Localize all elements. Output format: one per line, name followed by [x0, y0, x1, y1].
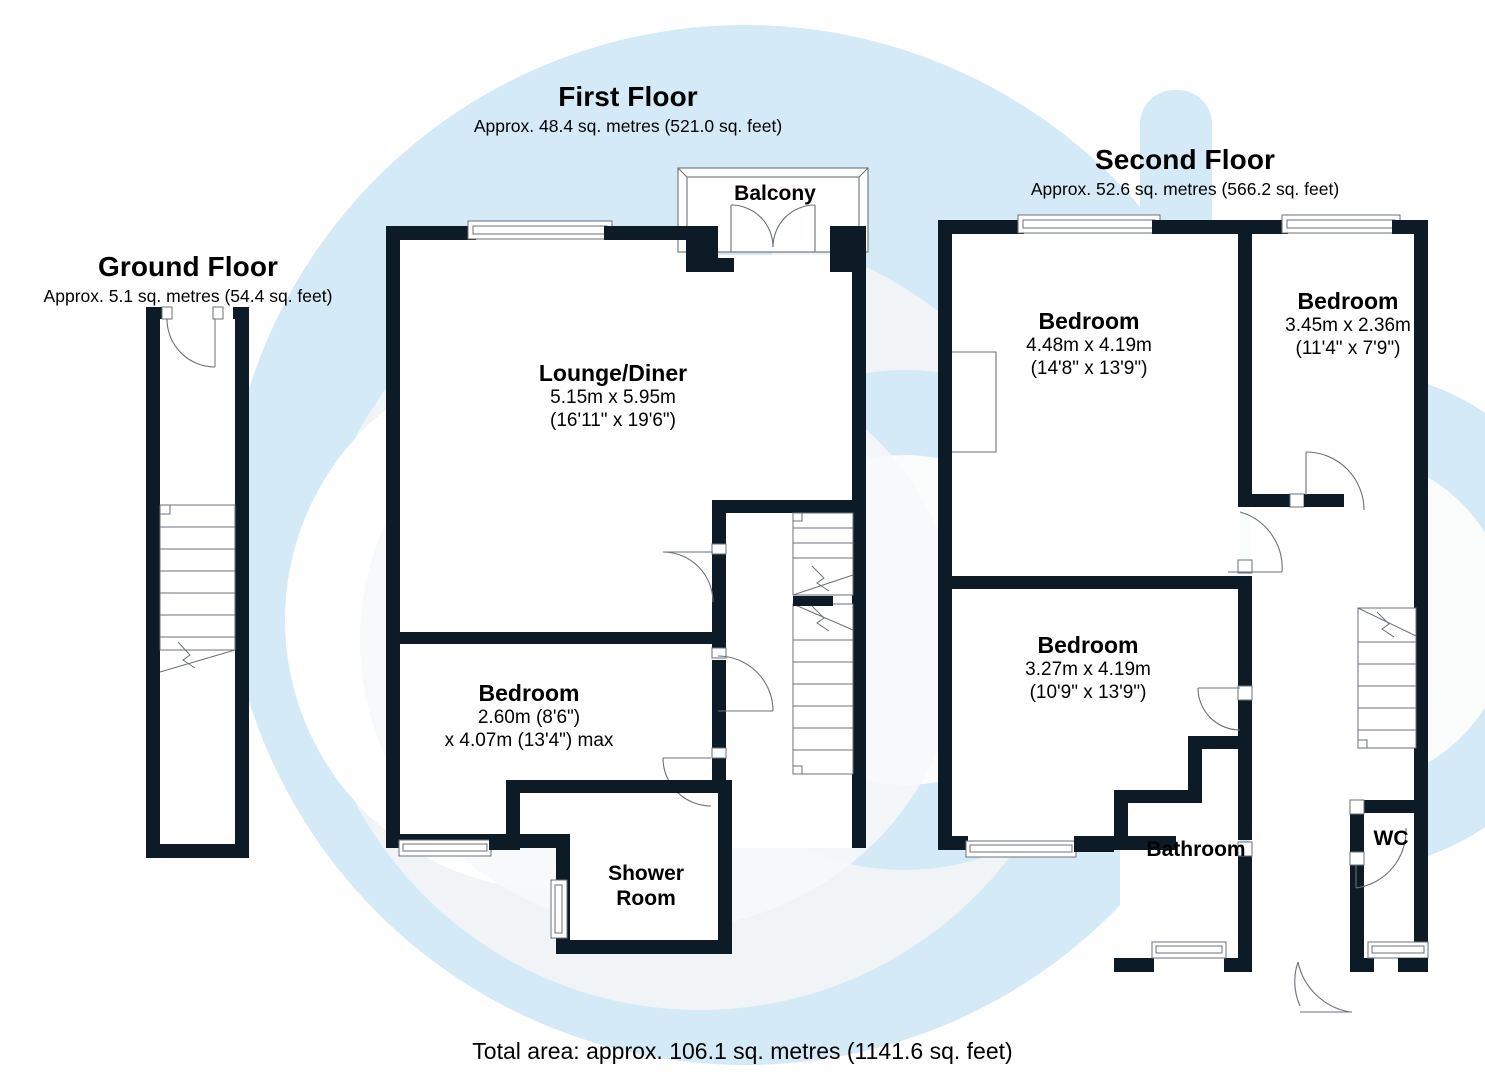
room-label-bathroom: Bathroom [1146, 838, 1245, 863]
room-label-balcony: Balcony [734, 182, 816, 207]
bedroom-second-middle-dims-imperial: (10'9" x 13'9") [1029, 681, 1147, 703]
shower-room-name-line1: Shower [608, 862, 684, 885]
room-label-bedroom-second-middle: Bedroom 3.27m x 4.19m (10'9" x 13'9") [1025, 632, 1151, 704]
room-label-lounge-diner: Lounge/Diner 5.15m x 5.95m (16'11" x 19'… [539, 360, 687, 432]
bedroom-second-main-dims-metric: 4.48m x 4.19m [1026, 335, 1152, 357]
first-floor-title: First Floor [558, 81, 698, 112]
wc-name: WC [1373, 827, 1409, 850]
total-area-text: Total area: approx. 106.1 sq. metres (11… [472, 1038, 1013, 1064]
bedroom-second-main-name: Bedroom [1038, 308, 1140, 334]
bedroom-second-rear-dims-imperial: (11'4" x 7'9") [1295, 337, 1401, 359]
room-label-shower-room: Shower Room [608, 862, 684, 912]
balcony-name: Balcony [734, 182, 816, 205]
bedroom-second-main-dims-imperial: (14'8" x 13'9") [1030, 357, 1148, 379]
lounge-diner-dims-imperial: (16'11" x 19'6") [549, 409, 677, 431]
bedroom-first-name: Bedroom [478, 680, 580, 706]
room-label-bedroom-second-main: Bedroom 4.48m x 4.19m (14'8" x 13'9") [1026, 308, 1152, 380]
bedroom-second-rear-dims-metric: 3.45m x 2.36m [1285, 315, 1411, 337]
bedroom-first-dims-metric: 2.60m (8'6") [477, 707, 581, 729]
room-label-wc: WC [1374, 827, 1409, 852]
first-floor-heading: First Floor Approx. 48.4 sq. metres (521… [474, 80, 782, 137]
bedroom-second-middle-dims-metric: 3.27m x 4.19m [1025, 659, 1151, 681]
ground-floor-subtitle: Approx. 5.1 sq. metres (54.4 sq. feet) [43, 286, 333, 307]
second-floor-heading: Second Floor Approx. 52.6 sq. metres (56… [1031, 143, 1339, 200]
first-floor-subtitle: Approx. 48.4 sq. metres (521.0 sq. feet) [473, 116, 783, 137]
shower-room-name-line2: Room [616, 886, 676, 910]
bedroom-first-dims-imperial: x 4.07m (13'4") max [444, 729, 614, 751]
room-label-bedroom-second-rear: Bedroom 3.45m x 2.36m (11'4" x 7'9") [1285, 288, 1411, 360]
bedroom-second-rear-name: Bedroom [1297, 288, 1399, 314]
second-floor-title: Second Floor [1094, 144, 1276, 175]
bedroom-second-middle-name: Bedroom [1037, 632, 1139, 658]
lounge-diner-dims-metric: 5.15m x 5.95m [550, 387, 676, 409]
lounge-diner-name: Lounge/Diner [538, 360, 688, 386]
bathroom-name: Bathroom [1146, 838, 1246, 861]
second-floor-subtitle: Approx. 52.6 sq. metres (566.2 sq. feet) [1030, 179, 1340, 200]
ground-floor-title: Ground Floor [97, 251, 279, 282]
ground-floor-heading: Ground Floor Approx. 5.1 sq. metres (54.… [44, 250, 333, 307]
room-label-bedroom-first: Bedroom 2.60m (8'6") x 4.07m (13'4") max [445, 680, 614, 752]
